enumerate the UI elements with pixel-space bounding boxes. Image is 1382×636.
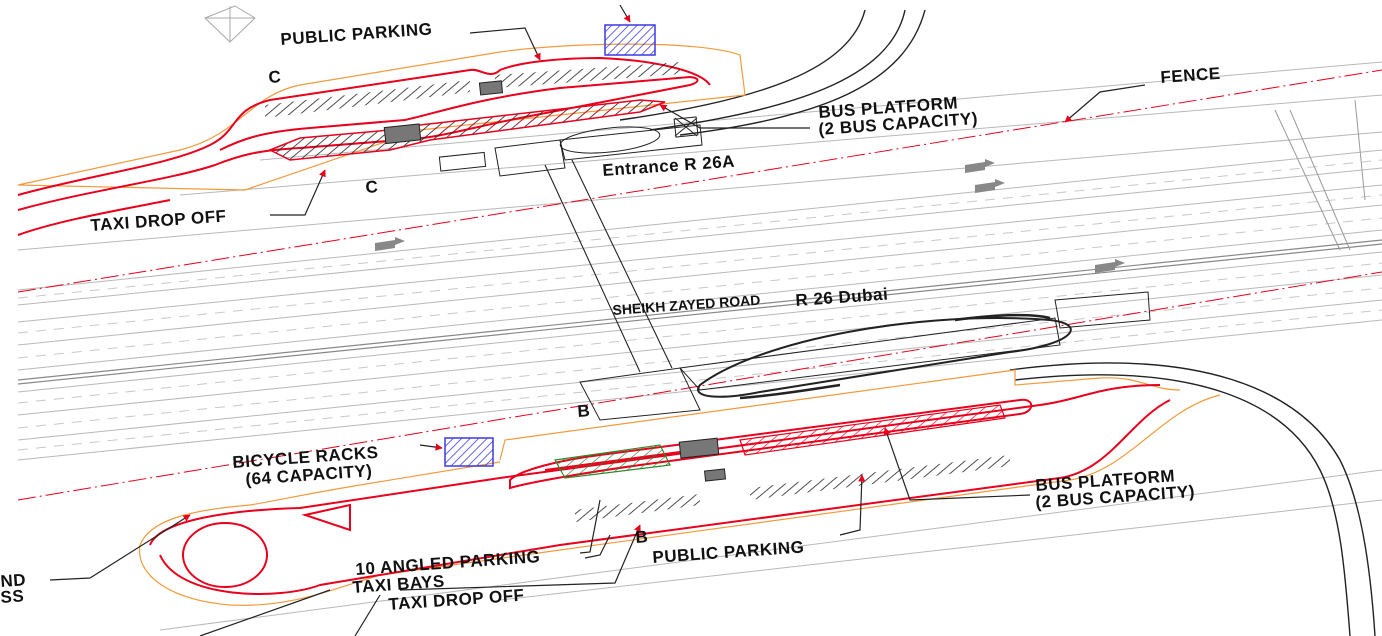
parking-bays-top-right xyxy=(495,62,680,88)
gantry-lines xyxy=(1274,99,1366,251)
label-b-top: B xyxy=(576,401,591,421)
roundabout xyxy=(182,522,268,588)
boundary-roundabout xyxy=(138,394,1221,606)
label-c-top: C xyxy=(267,67,282,87)
north-arrow-icon xyxy=(204,5,256,43)
stair-top xyxy=(383,123,422,145)
platform-top-inner xyxy=(430,106,640,134)
fence-lines xyxy=(17,69,1382,501)
boundary-top xyxy=(17,43,746,191)
highway-lane-dashes xyxy=(17,159,1382,451)
label-c-bottom: C xyxy=(364,177,379,197)
triangle-island xyxy=(301,503,351,532)
stair-top-2 xyxy=(478,80,504,96)
bicycle-racks-bottom xyxy=(444,437,494,467)
lane-arrows xyxy=(375,159,1125,273)
parking-bays-top-left xyxy=(265,80,470,118)
stair-bottom xyxy=(678,437,720,459)
platform-bottom-green xyxy=(554,444,671,479)
platform-bottom-red xyxy=(739,404,1006,456)
label-fence: FENCE xyxy=(1159,63,1222,87)
parking-bays-bottom-right xyxy=(750,455,1010,500)
leader-lines xyxy=(49,4,1146,636)
label-b-bottom: B xyxy=(634,527,649,547)
median xyxy=(17,239,1382,385)
label-cut-2: SS xyxy=(0,586,25,607)
footbridge xyxy=(544,159,673,373)
parking-bays-bottom-left xyxy=(575,494,700,522)
stair-bottom-2 xyxy=(703,468,727,482)
curved-road-bottom xyxy=(1009,362,1376,636)
bicycle-racks-top xyxy=(604,24,656,56)
boundary-bottom xyxy=(499,369,1181,461)
station-structure-bottom xyxy=(579,291,1151,421)
service-road-bottom xyxy=(159,469,1382,631)
service-road-top xyxy=(17,61,1382,251)
